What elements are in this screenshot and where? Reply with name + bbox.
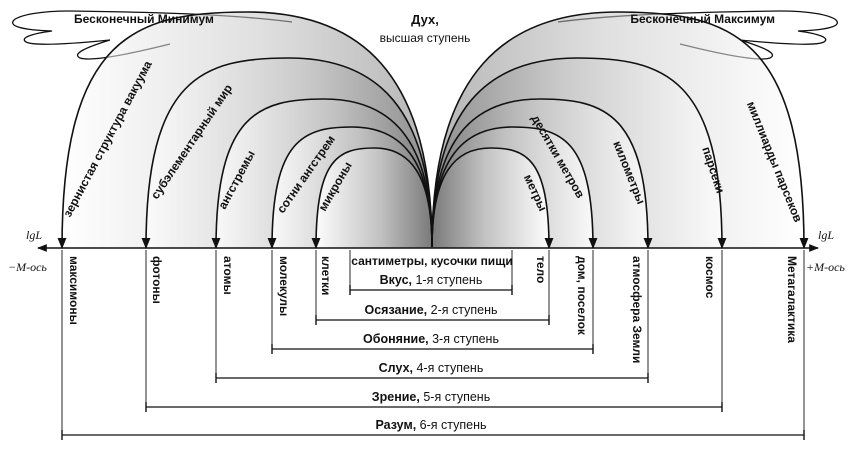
below-left-label-2: фотоны (150, 256, 164, 304)
right-arc-4 (431, 126, 598, 250)
below-right-label-3: атмосфера Земли (630, 256, 644, 363)
level-6: Разум, 6-я ступень (375, 418, 486, 432)
right-arc-5 (431, 147, 554, 250)
right-band-shade-5 (432, 148, 549, 248)
level-texts: Вкус, 1-я ступень Осязание, 2-я ступень … (363, 273, 499, 432)
axis-right-lgl: lgL (818, 228, 834, 242)
below-left-label-3: атомы (221, 256, 235, 295)
below-left-label-4: молекулы (277, 256, 291, 316)
level-5: Зрение, 5-я ступень (372, 390, 490, 404)
left-arc-1 (57, 11, 433, 250)
below-right-label-4: дом, поселок (575, 256, 589, 336)
left-wing-shape (12, 10, 293, 60)
spirit-title: Дух, (411, 12, 439, 27)
below-axis-labels: максимоны фотоны атомы молекулы клетки Метага… (67, 256, 799, 363)
arcs (57, 11, 809, 250)
level-3: Обоняние, 3-я ступень (363, 332, 499, 346)
level-1: Вкус, 1-я ступень (380, 273, 483, 287)
left-arc-5 (311, 147, 433, 250)
spirit-subtitle: высшая ступень (380, 31, 471, 45)
below-right-label-5: тело (534, 256, 548, 283)
below-left-label-5: клетки (319, 256, 333, 295)
right-wing-shape (557, 10, 838, 60)
right-arc-1 (431, 11, 809, 250)
axis-left-end: −M-ось (8, 260, 47, 274)
axis-left-lgl: lgL (26, 228, 42, 242)
right-infinity-label: Бесконечный Максимум (630, 12, 775, 26)
right-arc-2 (431, 57, 727, 250)
right-arc-3 (431, 98, 653, 250)
axis-right-end: +M-ось (806, 260, 845, 274)
left-arc-3 (211, 98, 433, 250)
below-left-label-1: максимоны (67, 256, 81, 325)
level-4: Слух, 4-я ступень (379, 361, 484, 375)
level-2: Осязание, 2-я ступень (365, 303, 498, 317)
left-band-shade-5 (316, 148, 432, 248)
left-arc-2 (141, 57, 433, 250)
below-right-label-2: космос (703, 256, 717, 299)
below-right-label-1: Метагалактика (785, 256, 799, 343)
left-arc-4 (267, 126, 433, 250)
center-label: сантиметры, кусочки пищи (351, 254, 512, 268)
level-lines (61, 250, 805, 440)
left-infinity-label: Бесконечный Минимум (74, 12, 214, 26)
